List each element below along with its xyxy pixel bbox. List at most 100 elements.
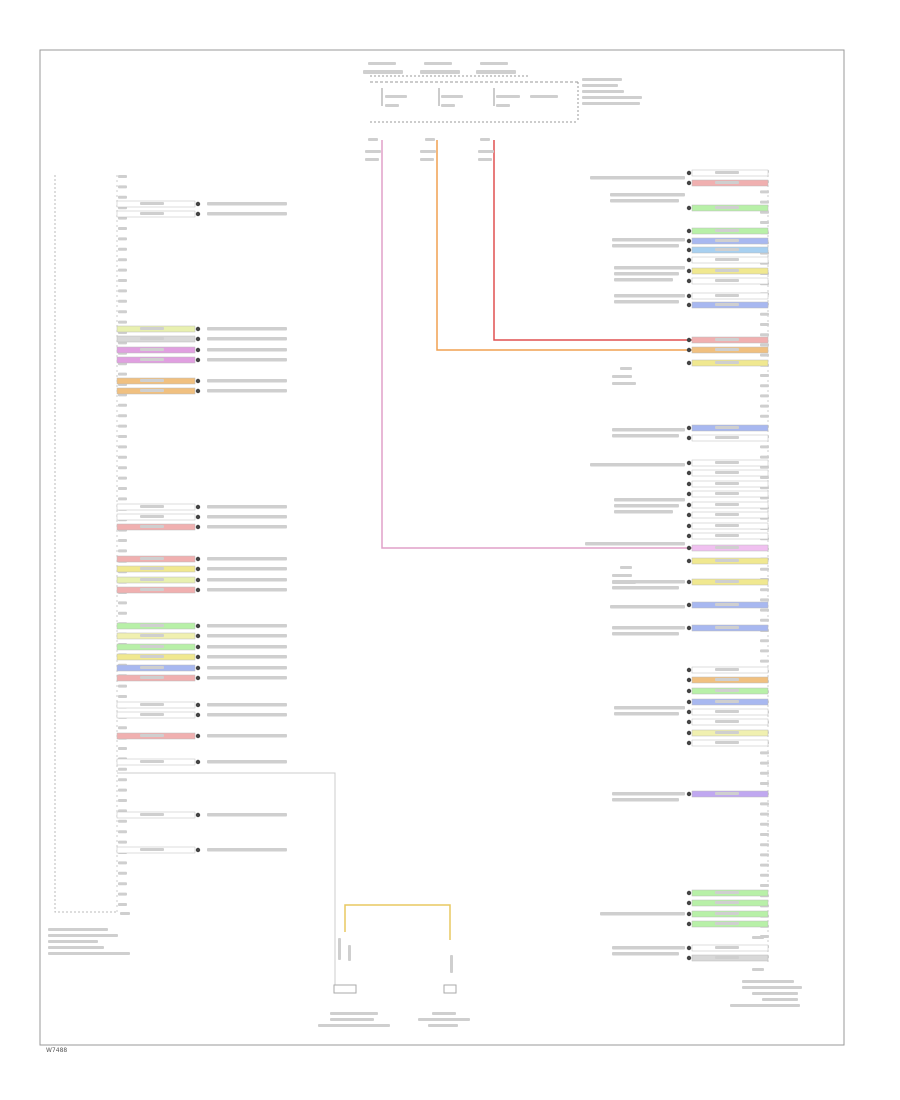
left-wire-terminal bbox=[195, 733, 201, 739]
right-wire-terminal bbox=[686, 688, 692, 694]
right-pin-label bbox=[760, 659, 769, 663]
left-pin-labels bbox=[118, 175, 127, 906]
left-pin-label bbox=[118, 539, 127, 542]
unreadable-label bbox=[48, 940, 98, 943]
right-wire-terminal bbox=[686, 512, 692, 518]
right-annotation-group bbox=[585, 176, 685, 956]
left-pin-label bbox=[118, 778, 127, 782]
left-connector-outline bbox=[54, 175, 117, 913]
unreadable-label bbox=[365, 150, 381, 153]
wire-color-code bbox=[140, 379, 164, 382]
right-pin-label bbox=[760, 873, 769, 877]
right-destination-label bbox=[614, 266, 685, 270]
wire-color-code bbox=[715, 792, 739, 795]
ground-connector bbox=[443, 984, 457, 994]
unreadable-label bbox=[365, 158, 379, 161]
right-wire-terminal bbox=[686, 205, 692, 211]
right-destination-label bbox=[600, 912, 685, 916]
right-wire-terminal bbox=[686, 545, 692, 551]
wire-color-code bbox=[715, 678, 739, 681]
left-pin-label bbox=[118, 289, 127, 293]
wire-left-to-sensor bbox=[117, 772, 336, 985]
left-pin-label bbox=[118, 819, 127, 823]
left-wire-terminal bbox=[195, 812, 201, 818]
left-wire-terminal bbox=[195, 665, 201, 671]
wire-red-fuse3 bbox=[493, 140, 768, 341]
left-pin-label bbox=[118, 414, 127, 418]
wire-color-code bbox=[140, 515, 164, 518]
unreadable-label bbox=[330, 1018, 374, 1021]
wire-color-code bbox=[715, 492, 739, 495]
left-pin-label bbox=[118, 227, 127, 230]
right-wire-terminal bbox=[686, 911, 692, 917]
right-pin-label bbox=[760, 884, 769, 887]
left-pin-label bbox=[118, 799, 127, 802]
left-destination-label bbox=[207, 578, 287, 582]
wire-color-code bbox=[715, 239, 739, 242]
left-wire-terminal bbox=[195, 633, 201, 639]
wire-color-code bbox=[140, 734, 164, 737]
unreadable-label bbox=[752, 968, 764, 971]
right-destination-label bbox=[612, 244, 679, 248]
unreadable-label bbox=[432, 1012, 456, 1015]
unreadable-label bbox=[48, 928, 108, 931]
left-pin-label bbox=[118, 892, 127, 896]
right-wire-terminal bbox=[686, 180, 692, 186]
wire-color-code bbox=[715, 436, 739, 439]
right-pin-label bbox=[760, 221, 769, 224]
unreadable-label bbox=[530, 95, 558, 98]
right-destination-label bbox=[612, 798, 679, 802]
right-destination-label bbox=[614, 278, 673, 282]
left-destination-label bbox=[207, 634, 287, 638]
left-wire-terminal bbox=[195, 587, 201, 593]
wire-color-code bbox=[715, 720, 739, 723]
wire-color-code bbox=[715, 901, 739, 904]
wire-color-code bbox=[715, 171, 739, 174]
left-wire-terminal bbox=[195, 577, 201, 583]
wire-color-code bbox=[140, 703, 164, 706]
left-destination-label bbox=[207, 703, 287, 707]
unreadable-label bbox=[752, 992, 798, 995]
right-pin-label bbox=[760, 333, 769, 337]
wire-color-code bbox=[715, 912, 739, 915]
left-destination-label bbox=[207, 389, 287, 393]
right-pin-label bbox=[760, 323, 769, 326]
unreadable-label bbox=[48, 952, 130, 955]
left-pin-label bbox=[118, 424, 127, 428]
left-pin-label bbox=[118, 299, 127, 303]
left-wire-terminal bbox=[195, 211, 201, 217]
left-pin-label bbox=[118, 195, 127, 199]
wire-color-code bbox=[140, 327, 164, 330]
wire-color-code bbox=[140, 212, 164, 215]
right-destination-label bbox=[612, 434, 679, 438]
left-destination-label bbox=[207, 760, 287, 764]
left-destination-label bbox=[207, 515, 287, 519]
wire-color-code bbox=[140, 645, 164, 648]
right-wire-terminal bbox=[686, 558, 692, 564]
wire-color-code bbox=[715, 524, 739, 527]
right-destination-label bbox=[614, 706, 685, 710]
left-wire-terminal bbox=[195, 623, 201, 629]
wire-color-code bbox=[715, 229, 739, 232]
left-wire-terminal bbox=[195, 759, 201, 765]
wire-color-code bbox=[715, 303, 739, 306]
wire-color-code bbox=[715, 513, 739, 516]
unreadable-label bbox=[318, 1024, 390, 1027]
unreadable-label bbox=[368, 62, 396, 65]
right-pin-label bbox=[760, 200, 769, 204]
right-wire-terminal bbox=[686, 502, 692, 508]
unreadable-label bbox=[762, 998, 798, 1001]
right-pin-label bbox=[760, 384, 769, 388]
left-destination-label bbox=[207, 588, 287, 592]
right-pin-label bbox=[760, 843, 769, 847]
unreadable-label bbox=[730, 1004, 800, 1007]
left-destination-label bbox=[207, 848, 287, 852]
right-wire-terminal bbox=[686, 302, 692, 308]
left-pin-label bbox=[118, 788, 127, 792]
right-destination-label bbox=[610, 199, 679, 203]
right-wire-terminal bbox=[686, 602, 692, 608]
right-wire-terminal bbox=[686, 278, 692, 284]
unreadable-label bbox=[418, 1018, 470, 1021]
unreadable-label bbox=[368, 138, 378, 141]
left-destination-label bbox=[207, 212, 287, 216]
